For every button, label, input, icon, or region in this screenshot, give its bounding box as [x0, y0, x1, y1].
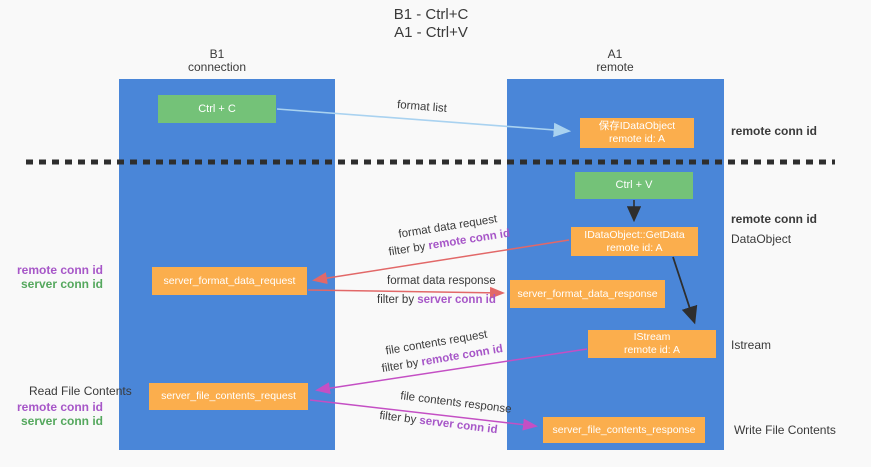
left-conn-id-labels-bottom: remote conn id server conn id: [17, 400, 103, 428]
getdata-line2: remote id: A: [606, 241, 663, 254]
diagram-title: B1 - Ctrl+C A1 - Ctrl+V: [306, 6, 556, 42]
server-format-data-request-label: server_format_data_request: [163, 274, 296, 287]
lane-header-b1: B1 connection: [147, 48, 287, 74]
istream-line2: remote id: A: [623, 344, 681, 356]
node-server-format-data-request: server_format_data_request: [152, 267, 307, 295]
server-conn-id-text-2: server conn id: [418, 414, 499, 437]
save-idataobject-line1: 保存IDataObject: [598, 120, 676, 132]
left-server-conn-id: server conn id: [20, 277, 103, 291]
filter-by-text-2: filter by: [377, 294, 418, 306]
ctrl-c-label: Ctrl + C: [198, 102, 236, 115]
left-conn-id-labels: remote conn id server conn id: [17, 263, 103, 291]
lane-b1-title: B1: [209, 47, 225, 61]
server-file-contents-request-label: server_file_contents_request: [161, 390, 296, 402]
node-server-file-contents-response: server_file_contents_response: [543, 417, 705, 443]
label-filter-server-1: filter by server conn id: [377, 294, 496, 306]
server-conn-id-text-1: server conn id: [417, 294, 496, 306]
node-ctrl-c: Ctrl + C: [158, 95, 276, 123]
node-save-idataobject: 保存IDataObject remote id: A: [580, 118, 694, 148]
istream-line1: IStream: [633, 331, 671, 343]
node-server-format-data-response: server_format_data_response: [510, 280, 665, 308]
right-remote-conn-id-1: remote conn id: [731, 124, 818, 138]
node-server-file-contents-request: server_file_contents_request: [149, 383, 308, 410]
right-remote-conn-id-2: remote conn id: [731, 212, 818, 226]
lane-a1-title: A1: [607, 47, 623, 61]
left-remote-conn-id: remote conn id: [17, 263, 104, 277]
filter-by-text-3: filter by: [380, 356, 423, 376]
ctrl-v-label: Ctrl + V: [615, 179, 653, 191]
bottom-server-conn-id: server conn id: [20, 414, 103, 428]
filter-by-text-4: filter by: [378, 409, 421, 427]
lane-b1-subtitle: connection: [187, 60, 247, 74]
title-line-2: A1 - Ctrl+V: [394, 24, 468, 41]
server-format-data-response-label: server_format_data_response: [517, 287, 658, 300]
lane-header-a1: A1 remote: [545, 48, 685, 74]
filter-by-text-1: filter by: [387, 240, 430, 259]
read-file-contents-label: Read File Contents: [29, 384, 132, 398]
node-idataobject-getdata: IDataObject::GetData remote id: A: [571, 227, 698, 256]
node-ctrl-v: Ctrl + V: [575, 172, 693, 199]
bottom-remote-conn-id: remote conn id: [17, 400, 104, 414]
dataobject-label: DataObject: [731, 232, 792, 246]
label-file-contents-response: file contents response: [399, 390, 513, 416]
label-filter-server-2: filter by server conn id: [379, 410, 498, 436]
label-format-data-response: format data response: [387, 275, 496, 287]
istream-side-label: Istream: [731, 338, 772, 352]
getdata-line1: IDataObject::GetData: [584, 228, 685, 241]
server-file-contents-response-label: server_file_contents_response: [552, 423, 696, 436]
title-line-1: B1 - Ctrl+C: [393, 6, 469, 23]
label-format-list: format list: [396, 99, 448, 115]
lane-a1-subtitle: remote: [596, 60, 634, 74]
node-istream: IStream remote id: A: [588, 330, 716, 358]
write-file-contents-label: Write File Contents: [734, 423, 836, 437]
arrow-format-data-response: [307, 286, 505, 299]
save-idataobject-line2: remote id: A: [608, 133, 666, 145]
